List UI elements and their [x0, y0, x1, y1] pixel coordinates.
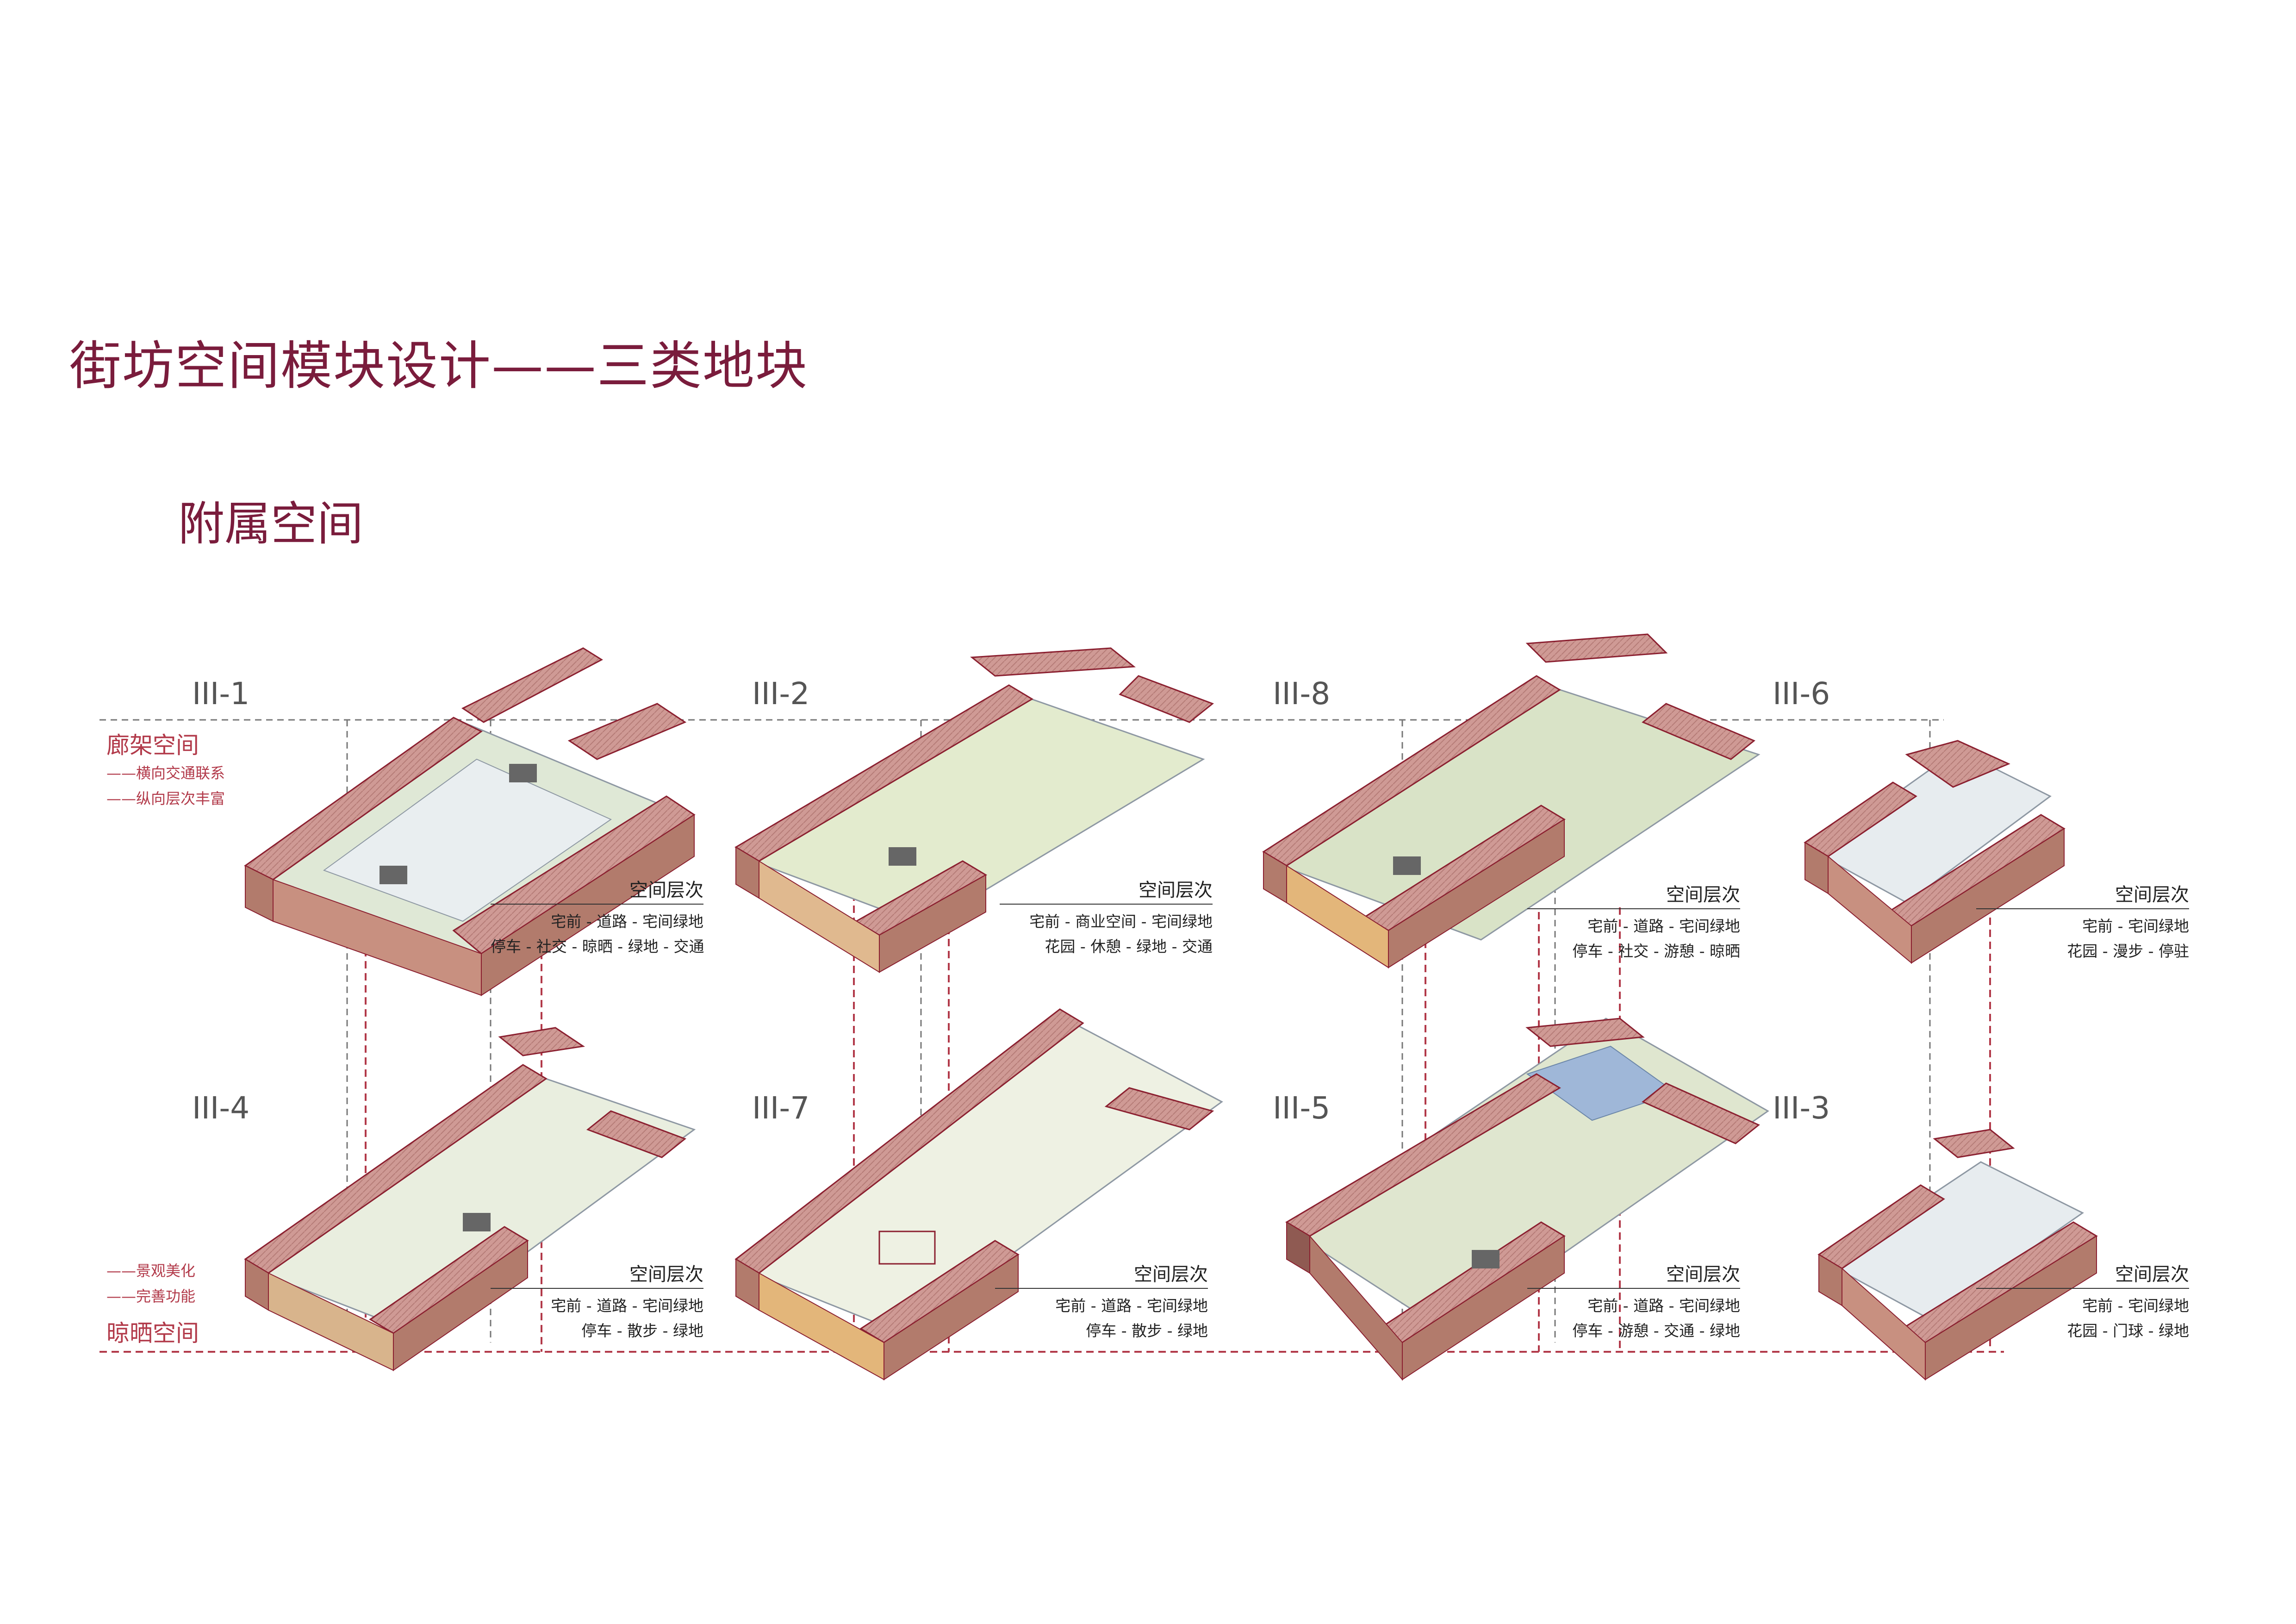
side-top-item-2: ——纵向层次丰富	[106, 790, 225, 807]
caption-line-2: 花园 - 门球 - 绿地	[2067, 1322, 2189, 1340]
page-subtitle: 附属空间	[178, 497, 363, 551]
module-label-III-5: III-5	[1273, 1090, 1331, 1126]
caption-heading: 空间层次	[491, 875, 703, 905]
side-bottom-item-1: ——景观美化	[106, 1262, 196, 1280]
module-label-III-3: III-3	[1773, 1090, 1830, 1126]
block-III-2	[734, 647, 1214, 973]
caption-heading: 空间层次	[1976, 880, 2189, 909]
module-label-III-1: III-1	[192, 676, 250, 712]
caption-line-2: 停车 - 社交 - 游憩 - 晾晒	[1572, 942, 1740, 960]
side-top-item-1: ——横向交通联系	[106, 764, 225, 782]
side-top-heading: 廊架空间	[106, 732, 199, 759]
caption-line-2: 花园 - 休憩 - 绿地 - 交通	[1045, 937, 1213, 956]
caption-line-1: 宅前 - 道路 - 宅间绿地	[1055, 1297, 1208, 1315]
caption-line-1: 宅前 - 道路 - 宅间绿地	[1587, 1297, 1740, 1315]
block-III-1	[244, 647, 696, 996]
caption-III-3: 空间层次 宅前 - 宅间绿地 花园 - 门球 - 绿地	[1976, 1259, 2189, 1341]
caption-line-2: 停车 - 社交 - 晾晒 - 绿地 - 交通	[491, 937, 704, 956]
caption-line-2: 停车 - 散步 - 绿地	[1086, 1322, 1208, 1340]
side-bottom-heading: 晾晒空间	[106, 1320, 199, 1347]
caption-heading: 空间层次	[1976, 1259, 2189, 1289]
module-label-III-8: III-8	[1273, 676, 1331, 712]
caption-III-8: 空间层次 宅前 - 道路 - 宅间绿地 停车 - 社交 - 游憩 - 晾晒	[1527, 880, 1740, 961]
block-III-6	[1804, 740, 2066, 964]
caption-line-1: 宅前 - 宅间绿地	[2082, 917, 2189, 935]
caption-heading: 空间层次	[1527, 880, 1740, 909]
block-III-7	[734, 1008, 1223, 1380]
caption-heading: 空间层次	[995, 1259, 1208, 1289]
caption-III-1: 空间层次 宅前 - 道路 - 宅间绿地 停车 - 社交 - 晾晒 - 绿地 - …	[491, 875, 704, 956]
caption-III-5: 空间层次 宅前 - 道路 - 宅间绿地 停车 - 游憩 - 交通 - 绿地	[1527, 1259, 1740, 1341]
caption-line-1: 宅前 - 道路 - 宅间绿地	[551, 1297, 703, 1315]
caption-line-2: 停车 - 散步 - 绿地	[581, 1322, 703, 1340]
caption-line-2: 花园 - 漫步 - 停驻	[2067, 942, 2189, 960]
module-label-III-7: III-7	[752, 1090, 810, 1126]
page-title: 街坊空间模块设计——三类地块	[69, 336, 808, 396]
caption-III-2: 空间层次 宅前 - 商业空间 - 宅间绿地 花园 - 休憩 - 绿地 - 交通	[1000, 875, 1213, 956]
caption-line-1: 宅前 - 宅间绿地	[2082, 1297, 2189, 1315]
caption-line-1: 宅前 - 商业空间 - 宅间绿地	[1029, 912, 1213, 931]
caption-heading: 空间层次	[491, 1259, 703, 1289]
caption-line-1: 宅前 - 道路 - 宅间绿地	[1587, 917, 1740, 935]
block-III-4	[244, 1027, 696, 1371]
block-III-8	[1262, 633, 1761, 968]
module-label-III-2: III-2	[752, 676, 810, 712]
caption-heading: 空间层次	[1000, 875, 1213, 905]
caption-line-1: 宅前 - 道路 - 宅间绿地	[551, 912, 703, 931]
caption-heading: 空间层次	[1527, 1259, 1740, 1289]
block-III-3	[1817, 1129, 2098, 1381]
caption-III-6: 空间层次 宅前 - 宅间绿地 花园 - 漫步 - 停驻	[1976, 880, 2189, 961]
module-label-III-4: III-4	[192, 1090, 250, 1126]
caption-III-7: 空间层次 宅前 - 道路 - 宅间绿地 停车 - 散步 - 绿地	[995, 1259, 1208, 1341]
module-label-III-6: III-6	[1773, 676, 1830, 712]
side-bottom-item-2: ——完善功能	[106, 1287, 196, 1305]
caption-line-2: 停车 - 游憩 - 交通 - 绿地	[1572, 1322, 1740, 1340]
caption-III-4: 空间层次 宅前 - 道路 - 宅间绿地 停车 - 散步 - 绿地	[491, 1259, 703, 1341]
block-III-5	[1285, 1018, 1769, 1381]
